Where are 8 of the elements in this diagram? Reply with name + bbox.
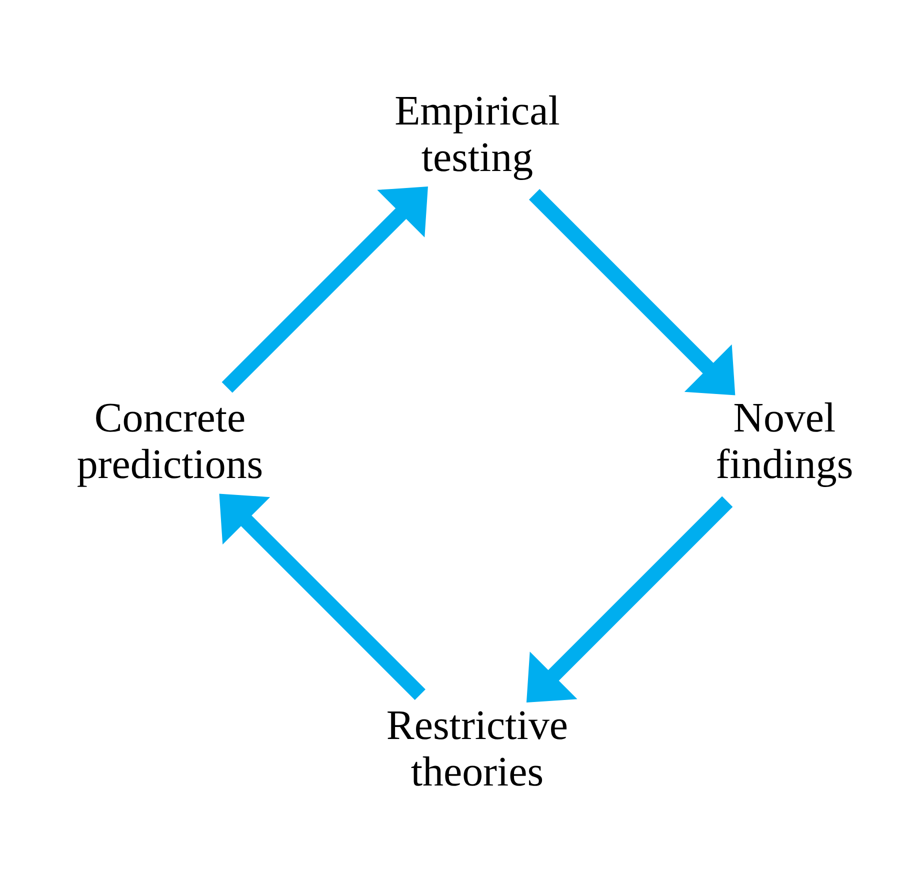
node-text: Concrete predictions — [76, 396, 263, 488]
node-text: Empirical testing — [394, 88, 560, 181]
arrow — [218, 494, 425, 700]
arrow — [526, 496, 732, 702]
arrow — [528, 189, 735, 396]
node-text: Restrictive theories — [386, 702, 568, 796]
node-text: Novel findings — [715, 396, 853, 488]
arrow — [221, 186, 428, 393]
